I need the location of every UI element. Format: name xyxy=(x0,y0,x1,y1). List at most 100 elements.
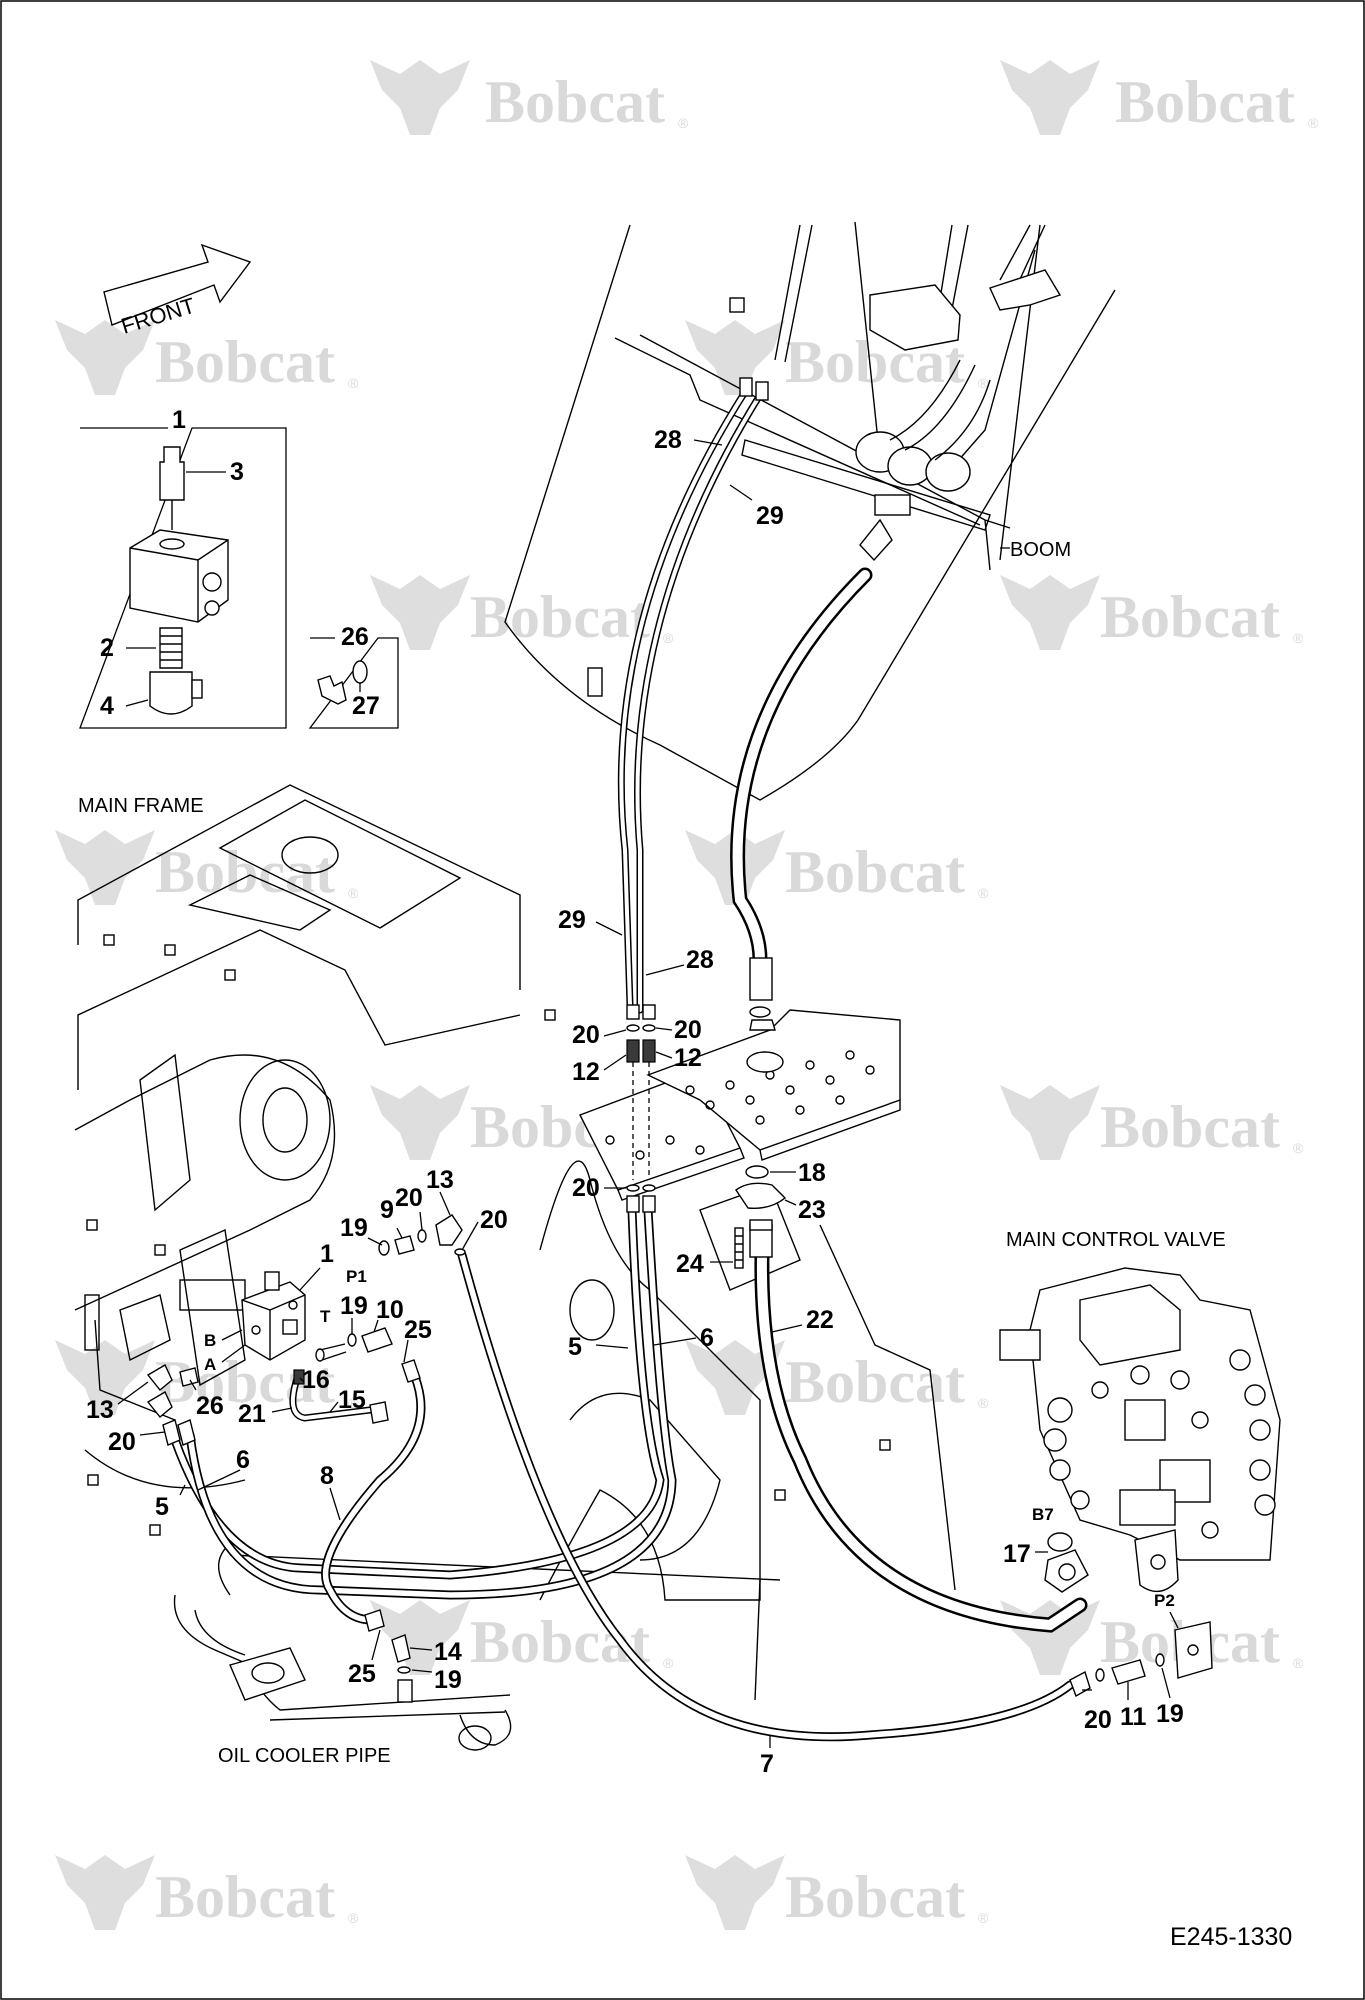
main-control-valve: MAIN CONTROL VALVE B7 17 P2 xyxy=(999,1229,1281,1679)
watermark-reg: ® xyxy=(348,1910,359,1926)
column-hole xyxy=(569,1279,615,1341)
front-arrow: FRONT xyxy=(103,243,252,339)
callout-label: 19 xyxy=(340,1292,368,1320)
callout-label: 24 xyxy=(676,1250,704,1278)
leader-line xyxy=(179,1484,186,1496)
watermark-reg: ® xyxy=(348,375,359,391)
o-ring-part xyxy=(1047,1532,1073,1552)
bobcat-head-icon xyxy=(1000,1085,1100,1160)
watermark-reg: ® xyxy=(978,1910,989,1926)
frame-deck xyxy=(77,784,521,990)
callout-label: 20 xyxy=(395,1184,423,1212)
watermark-reg: ® xyxy=(678,115,689,131)
callout-label: 29 xyxy=(756,502,784,530)
boom-outline xyxy=(504,224,1116,801)
watermark-logo: Bobcat ® xyxy=(1000,1600,1304,1675)
leader-line xyxy=(411,1669,433,1673)
frame-plate xyxy=(218,799,462,929)
port-letter-b7: B7 xyxy=(1032,1505,1054,1524)
o-ring-part xyxy=(749,1006,771,1018)
frame-right-edges xyxy=(819,1224,956,1591)
flange-part xyxy=(746,1051,784,1073)
hose-end-fitting xyxy=(162,1419,181,1446)
watermark-logo: Bobcat ® xyxy=(55,320,359,395)
valve-plug xyxy=(1249,1419,1271,1441)
front-arrow-icon xyxy=(103,243,252,326)
valve-switch xyxy=(264,1271,280,1291)
o-ring-part xyxy=(1155,1653,1165,1667)
callout-label: 6 xyxy=(700,1324,714,1352)
bobcat-head-icon xyxy=(370,1600,470,1675)
watermark-reg: ® xyxy=(1308,115,1319,131)
bolt-head xyxy=(315,1348,325,1362)
plate-hole xyxy=(695,1145,705,1155)
frame-bolt xyxy=(149,1524,161,1536)
watermark-text: Bobcat xyxy=(1100,584,1280,650)
leader-line xyxy=(595,921,623,936)
cooler-pipe-end xyxy=(459,1709,512,1746)
frame-block xyxy=(119,1294,171,1362)
leader-line xyxy=(221,1329,243,1341)
callout-label: 2 xyxy=(100,634,114,662)
callout-label: 8 xyxy=(320,1462,334,1490)
hose-7-inner xyxy=(459,1252,1073,1740)
valve-cover xyxy=(1079,1284,1181,1366)
frame-block xyxy=(179,1279,246,1311)
callout-label: 5 xyxy=(155,1493,169,1521)
o-ring-part xyxy=(626,1184,640,1192)
callout-label: 19 xyxy=(1156,1700,1184,1728)
main-frame-label: MAIN FRAME xyxy=(78,795,204,817)
fitting-15 xyxy=(369,1401,389,1424)
port-hole xyxy=(251,1325,261,1335)
callout-label: 1 xyxy=(172,406,186,434)
inset-valve-assembly: 1 3 2 4 xyxy=(79,406,287,729)
hose-end-fitting xyxy=(642,1195,656,1213)
adapter-fitting-part xyxy=(626,1039,640,1063)
valve-port xyxy=(282,1319,298,1335)
watermark-logo: Bobcat ® xyxy=(685,1855,989,1930)
o-ring-part xyxy=(397,1666,411,1674)
hose-29-inner xyxy=(619,390,747,1007)
port-letter-a: A xyxy=(204,1355,216,1374)
watermark-text: Bobcat xyxy=(1115,69,1295,135)
boom-structure: BOOM xyxy=(504,221,1116,801)
manifold-plates xyxy=(579,1009,901,1201)
callout-label: 20 xyxy=(480,1206,508,1234)
frame-recess xyxy=(187,874,332,931)
watermark-logo: Bobcat ® xyxy=(370,575,674,650)
leader-line xyxy=(403,1339,409,1363)
leader-line xyxy=(299,1267,321,1291)
valve-plug xyxy=(1249,1459,1271,1481)
valve-spool-end xyxy=(999,1329,1041,1361)
frame-lower xyxy=(74,1054,336,1311)
callout-label: 25 xyxy=(348,1660,376,1688)
valve-section xyxy=(1124,1399,1166,1441)
hose-end-fitting xyxy=(401,1359,421,1383)
bobcat-head-icon xyxy=(1000,1600,1100,1675)
plate-hole xyxy=(725,1080,735,1090)
connector-9 xyxy=(394,1235,415,1255)
elbow-fitting-14 xyxy=(391,1634,411,1663)
hose-22-upper-inner xyxy=(732,570,870,965)
pressure-switch-part xyxy=(159,446,185,501)
watermark-logo: Bobcat ® xyxy=(1000,60,1319,135)
leader-line xyxy=(139,1431,166,1436)
fittings-layer xyxy=(146,1004,1165,1703)
bobcat-head-icon xyxy=(1000,575,1100,650)
valve-plug xyxy=(1229,1349,1251,1371)
callout-label: 28 xyxy=(686,946,714,974)
callout-label: 20 xyxy=(572,1021,600,1049)
o-ring-part xyxy=(1095,1668,1105,1682)
watermark-logo: Bobcat ® xyxy=(370,1600,674,1675)
valve-plug xyxy=(1191,1411,1209,1429)
callout-label: 28 xyxy=(654,426,682,454)
frame-side xyxy=(77,929,521,1090)
boom-tubes xyxy=(774,224,1046,363)
valve-section xyxy=(1119,1489,1176,1526)
hose-layer xyxy=(170,377,1088,1742)
leader-line xyxy=(1169,1611,1179,1629)
valve-plug xyxy=(1091,1381,1109,1399)
frame-bolt xyxy=(86,1219,98,1231)
plate-hole xyxy=(705,1100,715,1110)
